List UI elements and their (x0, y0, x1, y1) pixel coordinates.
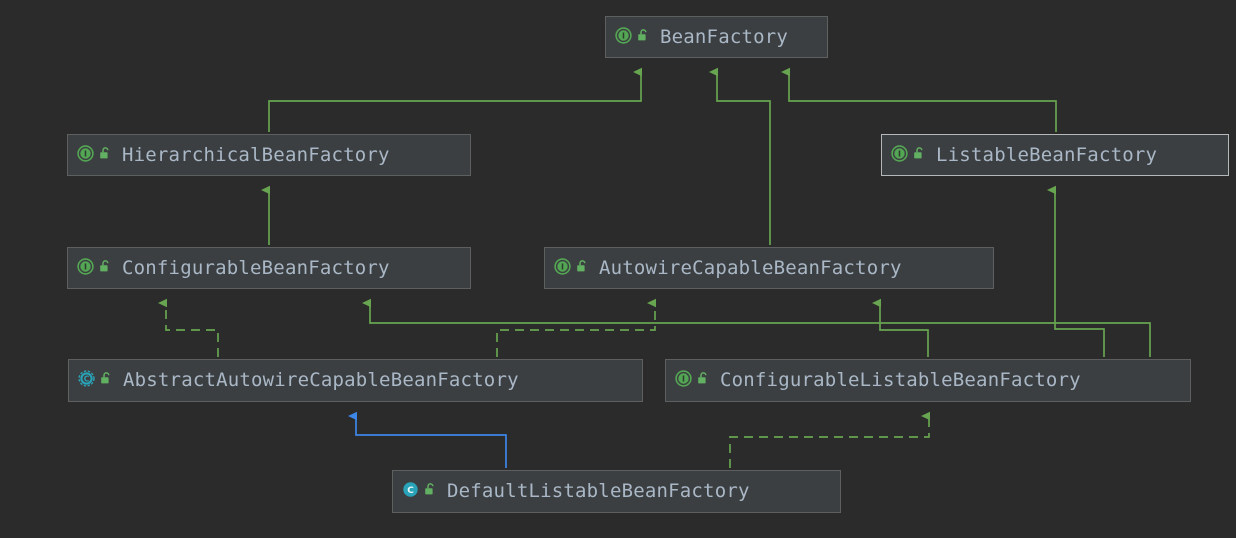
node-ConfigurableListableBeanFactory[interactable]: I ConfigurableListableBeanFactory (665, 359, 1191, 402)
edge-hierarchical-to-beanfactory (268, 67, 642, 132)
svg-text:C: C (84, 375, 90, 384)
node-icon-group: I (891, 144, 926, 166)
node-label: ConfigurableBeanFactory (122, 256, 390, 279)
svg-text:I: I (682, 375, 685, 384)
edge-defaultlistable-to-abstractautowire (348, 411, 507, 468)
node-ListableBeanFactory[interactable]: I ListableBeanFactory (881, 134, 1229, 176)
public-visibility-icon (696, 371, 710, 390)
edge-abstractautowire-to-configurable (158, 298, 219, 357)
node-icon-group: I (554, 257, 589, 279)
edge-configurablelistable-to-configurable (362, 298, 1151, 357)
svg-text:I: I (84, 262, 87, 271)
public-visibility-icon (98, 259, 112, 278)
class-icon: C (402, 481, 419, 502)
svg-text:I: I (898, 149, 901, 158)
edge-defaultlistable-to-configurablelistable (729, 411, 930, 468)
edge-configurablelistable-to-listable (1047, 185, 1105, 357)
public-visibility-icon (575, 259, 589, 278)
abstract-class-icon: C (78, 370, 95, 391)
node-label: BeanFactory (660, 25, 789, 48)
public-visibility-icon (912, 146, 926, 165)
svg-text:I: I (561, 262, 564, 271)
node-label: ConfigurableListableBeanFactory (720, 369, 1081, 391)
edge-abstractautowire-to-autowirecapable (496, 298, 656, 357)
public-visibility-icon (99, 371, 113, 390)
node-AbstractAutowireCapableBeanFactory[interactable]: C AbstractAutowireCapableBeanFactory (68, 359, 643, 402)
public-visibility-icon (423, 482, 437, 501)
edge-autowirecapable-to-beanfactory (709, 67, 771, 245)
node-HierarchicalBeanFactory[interactable]: I HierarchicalBeanFactory (67, 134, 471, 176)
node-label: DefaultListableBeanFactory (447, 480, 750, 502)
node-icon-group: I (675, 370, 710, 391)
edge-configurablelistable-to-autowirecapable (872, 298, 929, 357)
public-visibility-icon (98, 146, 112, 165)
interface-icon: I (615, 26, 632, 48)
edge-listable-to-beanfactory (781, 67, 1057, 132)
svg-text:C: C (407, 486, 414, 496)
svg-text:I: I (622, 31, 625, 40)
interface-icon: I (891, 144, 908, 166)
interface-icon: I (77, 144, 94, 166)
interface-icon: I (77, 257, 94, 279)
node-icon-group: C (402, 481, 437, 502)
node-label: AutowireCapableBeanFactory (599, 256, 902, 279)
node-DefaultListableBeanFactory[interactable]: C DefaultListableBeanFactory (392, 470, 841, 513)
public-visibility-icon (636, 28, 650, 47)
node-icon-group: C (78, 370, 113, 391)
node-label: AbstractAutowireCapableBeanFactory (123, 369, 519, 391)
node-icon-group: I (77, 257, 112, 279)
node-icon-group: I (77, 144, 112, 166)
node-icon-group: I (615, 26, 650, 48)
node-label: ListableBeanFactory (936, 143, 1158, 166)
interface-icon: I (554, 257, 571, 279)
interface-icon: I (675, 370, 692, 391)
node-AutowireCapableBeanFactory[interactable]: I AutowireCapableBeanFactory (544, 247, 994, 289)
node-label: HierarchicalBeanFactory (122, 143, 390, 166)
node-ConfigurableBeanFactory[interactable]: I ConfigurableBeanFactory (67, 247, 471, 289)
svg-text:I: I (84, 149, 87, 158)
node-BeanFactory[interactable]: I BeanFactory (605, 16, 828, 58)
